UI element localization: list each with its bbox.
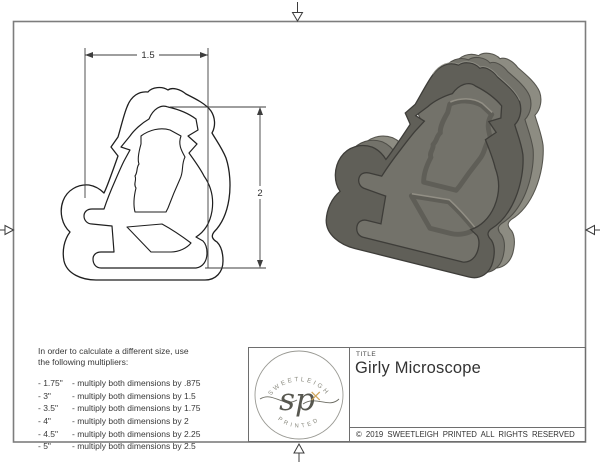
- size-option-rule: - multiply both dimensions by 1.75: [72, 403, 201, 414]
- size-option-rule: - multiply both dimensions by 2.5: [72, 441, 196, 452]
- cutter-hole-face: [133, 128, 186, 213]
- size-option: - 5": [38, 441, 51, 452]
- logo-arc-bottom-text: PRINTED: [276, 416, 321, 429]
- cutter-hole-under-stage: [126, 223, 192, 253]
- cutter-2d-outline-drawing: 1.5 2: [60, 48, 266, 281]
- height-dimension-label: 2: [257, 188, 262, 199]
- size-option: - 4": [38, 416, 51, 427]
- logo-cell: SWEETLEIGH PRINTED sp ×: [249, 348, 350, 441]
- sizing-note-line2: the following multipliers:: [38, 356, 129, 367]
- size-option: - 4.5": [38, 428, 59, 439]
- logo-circle: [254, 350, 344, 440]
- registration-mark-left: [0, 224, 15, 236]
- registration-mark-top: [291, 2, 304, 22]
- logo-monogram: sp: [279, 382, 315, 418]
- dimension-lines: [84, 48, 266, 269]
- size-option-rule: - multiply both dimensions by 2: [72, 416, 189, 427]
- sizing-note-line1: In order to calculate a different size, …: [38, 346, 189, 356]
- size-option: - 1.75": [38, 378, 63, 388]
- sizing-note-intro: In order to calculate a different size, …: [38, 346, 250, 367]
- logo-accent-mark: ×: [309, 386, 322, 405]
- title-cell: TITLE Girly Microscope © 2019 SWEETLEIGH…: [350, 348, 585, 441]
- size-option-rule: - multiply both dimensions by .875: [72, 378, 201, 388]
- registration-mark-right: [584, 224, 600, 236]
- cutter-outer-contour: [60, 86, 231, 281]
- width-dimension-label: 1.5: [141, 50, 154, 61]
- sweetleigh-printed-logo: SWEETLEIGH PRINTED sp ×: [254, 350, 344, 440]
- size-option: - 3": [38, 390, 51, 401]
- logo-flourish-left: [259, 396, 298, 403]
- cutter-inner-contour: [83, 105, 214, 269]
- size-option: - 3.5": [38, 403, 59, 414]
- title-label: TITLE: [356, 351, 377, 358]
- registration-mark-bottom: [293, 442, 305, 462]
- logo-flourish-right: [302, 398, 340, 405]
- size-option-rule: - multiply both dimensions by 1.5: [72, 390, 196, 401]
- page-title: Girly Microscope: [355, 359, 482, 377]
- cookie-cutter-3d-render: [325, 52, 544, 279]
- size-option-rule: - multiply both dimensions by 2.25: [72, 428, 201, 439]
- drawing-frame: [12, 20, 587, 443]
- sizing-multiplier-table: - 1.75" - multiply both dimensions by .8…: [38, 378, 250, 452]
- copyright-text: © 2019 SWEETLEIGH PRINTED ALL RIGHTS RES…: [350, 427, 585, 441]
- title-block: SWEETLEIGH PRINTED sp × TITLE Girly Micr…: [248, 347, 586, 442]
- sizing-note: In order to calculate a different size, …: [38, 346, 250, 452]
- dimension-arrowheads: [85, 52, 263, 268]
